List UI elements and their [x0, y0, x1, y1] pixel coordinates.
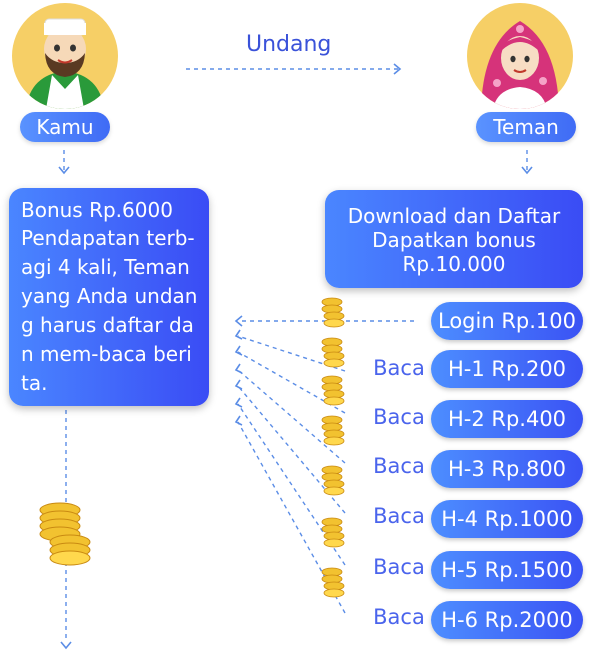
- reward-h2: H-2 Rp.400: [431, 400, 583, 438]
- reward-prefix-h5: Baca: [373, 555, 425, 579]
- right-card-line1: Download dan Daftar: [347, 204, 561, 228]
- reward-prefix-h2: Baca: [373, 405, 425, 429]
- friend-label: Teman: [476, 112, 576, 142]
- coin-stack-icon: [321, 517, 345, 548]
- reward-h5: H-5 Rp.1500: [431, 551, 583, 589]
- coin-stack-icon: [321, 415, 345, 446]
- reward-login: Login Rp.100: [431, 302, 583, 340]
- you-label: Kamu: [20, 112, 110, 142]
- coin-stack-icon: [321, 297, 345, 328]
- coin-stack-icon: [321, 375, 345, 406]
- left-bonus-card: Bonus Rp.6000 Pendapatan terb-agi 4 kali…: [9, 188, 209, 406]
- invite-label: Undang: [246, 32, 332, 57]
- man-avatar-icon: [12, 3, 118, 109]
- reward-prefix-h6: Baca: [373, 605, 425, 629]
- reward-h3: H-3 Rp.800: [431, 450, 583, 488]
- reward-h1: H-1 Rp.200: [431, 350, 583, 388]
- left-card-title: Bonus Rp.6000: [21, 198, 173, 222]
- reward-prefix-h1: Baca: [373, 356, 425, 380]
- right-bonus-card: Download dan Daftar Dapatkan bonus Rp.10…: [325, 190, 583, 288]
- reward-prefix-h3: Baca: [373, 454, 425, 478]
- coin-stack-icon: [321, 567, 345, 598]
- woman-avatar-icon: [467, 3, 573, 109]
- left-card-body: Pendapatan terb-agi 4 kali, Teman yang A…: [21, 226, 198, 395]
- coin-stack-icon: [321, 337, 345, 368]
- reward-h4: H-4 Rp.1000: [431, 500, 583, 538]
- right-card-line3: Rp.10.000: [402, 252, 506, 276]
- reward-prefix-h4: Baca: [373, 504, 425, 528]
- right-card-line2: Dapatkan bonus: [372, 228, 536, 252]
- coin-stack-icon: [39, 502, 91, 566]
- reward-h6: H-6 Rp.2000: [431, 601, 583, 639]
- coin-stack-icon: [321, 465, 345, 496]
